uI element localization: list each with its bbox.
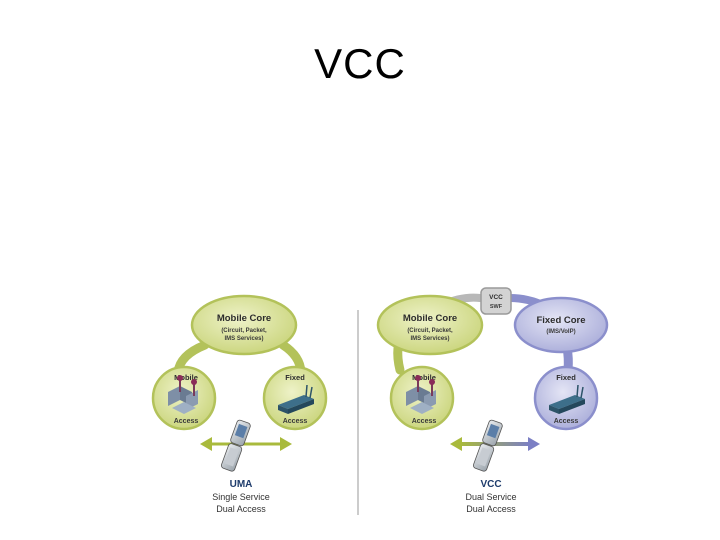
vcc-caption-title: VCC [480, 479, 501, 490]
uma-fixed-access-node: Fixed Access [262, 365, 328, 431]
uma-mobile-core-node: Mobile Core (Circuit, Packet, IMS Servic… [190, 294, 298, 356]
vcc-mobile-access-node: Mobile Access [389, 365, 455, 431]
vcc-caption-line2: Dual Access [466, 504, 516, 514]
vcc-caption-line1: Dual Service [465, 492, 516, 502]
vcc-mobile-access-top: Mobile [412, 373, 436, 382]
uma-mobile-access-top: Mobile [174, 373, 198, 382]
vcc-fixed-core-title: Fixed Core [536, 315, 585, 326]
uma-caption-line2: Dual Access [216, 504, 266, 514]
wireless-router-icon [549, 384, 585, 414]
uma-caption-line1: Single Service [212, 492, 270, 502]
vcc-mobile-core-node: Mobile Core (Circuit, Packet, IMS Servic… [376, 294, 484, 356]
flip-phone-icon [473, 419, 503, 472]
uma-mobile-core-sub2: IMS Services) [224, 336, 263, 342]
vcc-fixed-access-node: Fixed Access [533, 365, 599, 431]
server-icon: VCC SWF [489, 294, 503, 310]
vcc-server-node: VCC SWF [480, 287, 512, 315]
vcc-mobile-core-sub1: (Circuit, Packet, [407, 328, 453, 334]
uma-caption-title: UMA [230, 479, 253, 490]
wireless-router-icon [278, 384, 314, 414]
uma-fixed-access-bottom: Access [283, 418, 308, 425]
uma-double-arrow [200, 437, 292, 451]
uma-diagram: Mobile Core (Circuit, Packet, IMS Servic… [151, 294, 328, 514]
uma-mobile-core-sub1: (Circuit, Packet, [221, 328, 267, 334]
vcc-arc-left [393, 343, 405, 375]
vcc-fixed-core-node: Fixed Core (IMS/VoIP) [513, 296, 609, 354]
flip-phone-icon [221, 419, 251, 472]
uma-mobile-core-title: Mobile Core [217, 313, 271, 324]
slide-title: VCC [314, 40, 406, 87]
vcc-fixed-access-bottom: Access [554, 418, 579, 425]
vcc-mobile-core-title: Mobile Core [403, 313, 457, 324]
uma-fixed-access-top: Fixed [285, 373, 305, 382]
vcc-mobile-access-bottom: Access [412, 418, 437, 425]
vcc-fixed-access-top: Fixed [556, 373, 576, 382]
uma-mobile-access-node: Mobile Access [151, 365, 217, 431]
vcc-mobile-core-sub2: IMS Services) [410, 336, 449, 342]
vcc-server-line1: VCC [489, 294, 503, 301]
vcc-diagram-right: VCC SWF Mobile Core (Circuit, Packet, IM… [376, 287, 609, 514]
cell-tower-icon [168, 375, 198, 414]
cell-tower-icon [406, 375, 436, 414]
vcc-server-line2: SWF [490, 304, 503, 310]
uma-mobile-access-bottom: Access [174, 418, 199, 425]
vcc-fixed-core-sub1: (IMS/VoIP) [546, 329, 575, 335]
